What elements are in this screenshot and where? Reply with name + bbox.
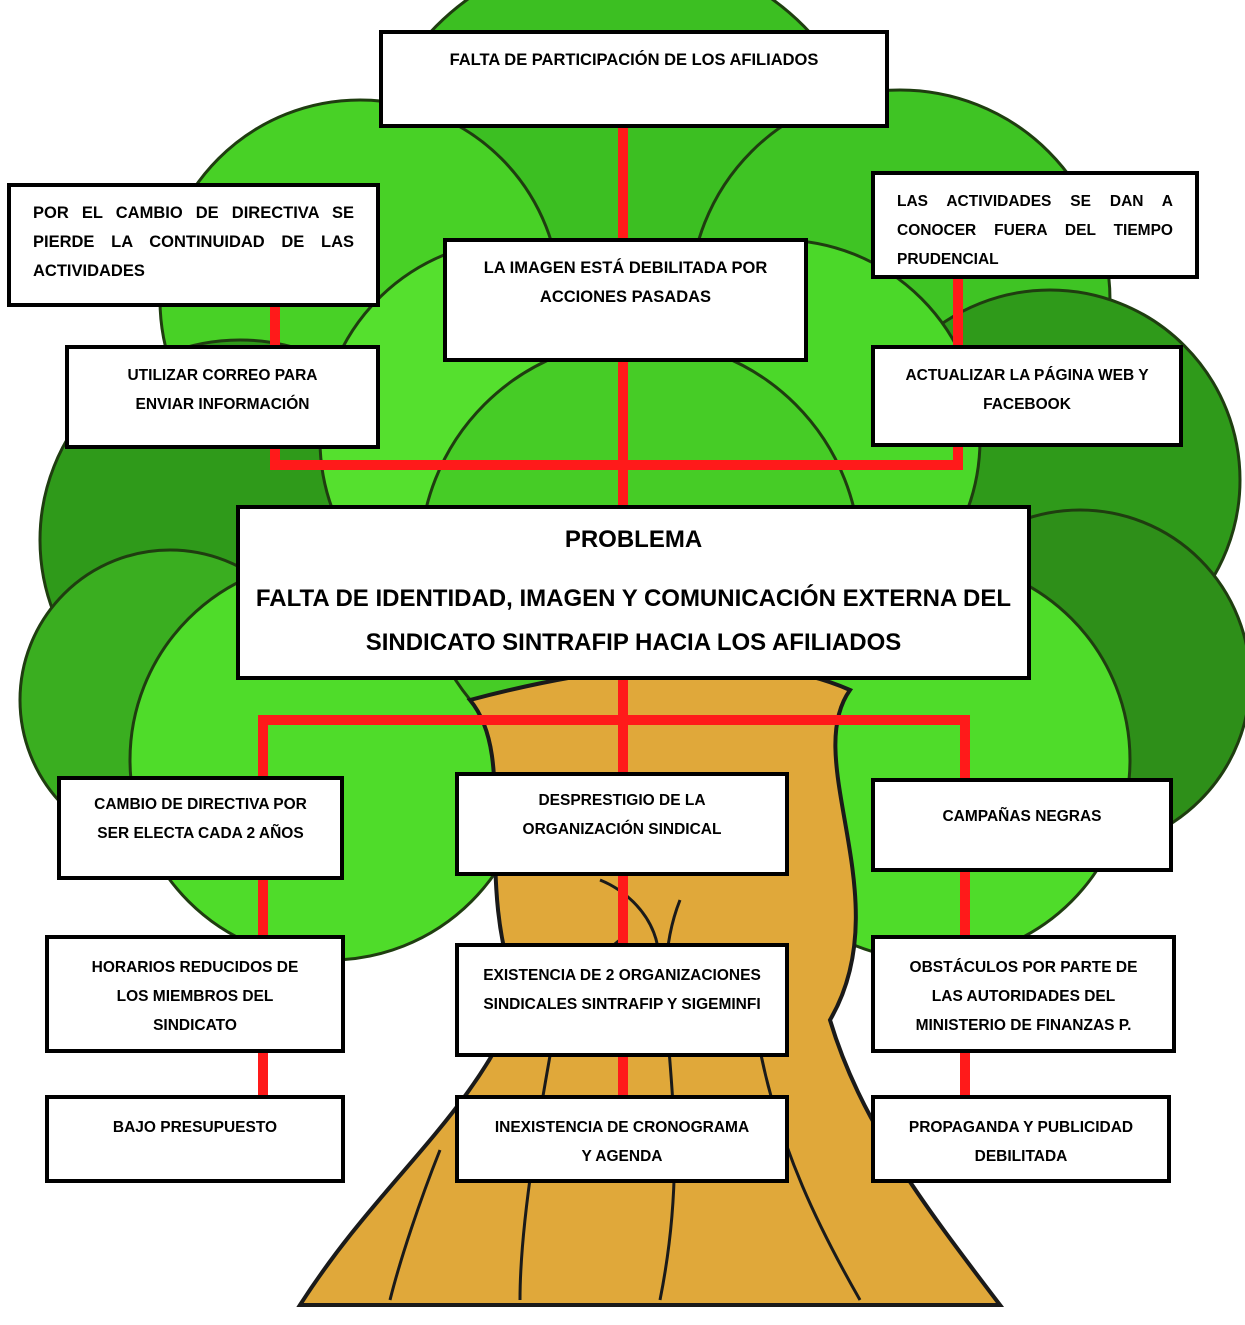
problem-box: PROBLEMA FALTA DE IDENTIDAD, IMAGEN Y CO… bbox=[236, 505, 1031, 680]
cause-box-no-schedule: INEXISTENCIA DE CRONOGRAMA Y AGENDA bbox=[455, 1095, 789, 1183]
effect-box-participation: FALTA DE PARTICIPACIÓN DE LOS AFILIADOS bbox=[379, 30, 889, 128]
effect-box-email: UTILIZAR CORREO PARA ENVIAR INFORMACIÓN bbox=[65, 345, 380, 449]
problem-statement: FALTA DE IDENTIDAD, IMAGEN Y COMUNICACIÓ… bbox=[255, 585, 1012, 656]
effect-box-continuity: POR EL CAMBIO DE DIRECTIVA SE PIERDE LA … bbox=[7, 183, 380, 307]
cause-box-directive-change: CAMBIO DE DIRECTIVA POR SER ELECTA CADA … bbox=[57, 776, 344, 880]
cause-box-black-campaigns: CAMPAÑAS NEGRAS bbox=[871, 778, 1173, 872]
problem-label: PROBLEMA bbox=[564, 526, 703, 553]
cause-box-ministry-obstacles: OBSTÁCULOS POR PARTE DE LAS AUTORIDADES … bbox=[871, 935, 1176, 1053]
cause-box-discredit: DESPRESTIGIO DE LA ORGANIZACIÓN SINDICAL bbox=[455, 772, 789, 876]
effect-box-weak-image: LA IMAGEN ESTÁ DEBILITADA POR ACCIONES P… bbox=[443, 238, 808, 362]
cause-box-two-unions: EXISTENCIA DE 2 ORGANIZACIONES SINDICALE… bbox=[455, 943, 789, 1057]
cause-box-low-budget: BAJO PRESUPUESTO bbox=[45, 1095, 345, 1183]
effect-box-web: ACTUALIZAR LA PÁGINA WEB Y FACEBOOK bbox=[871, 345, 1183, 447]
cause-box-reduced-hours: HORARIOS REDUCIDOS DE LOS MIEMBROS DEL S… bbox=[45, 935, 345, 1053]
effect-box-timing: LAS ACTIVIDADES SE DAN A CONOCER FUERA D… bbox=[871, 171, 1199, 279]
cause-box-weak-advertising: PROPAGANDA Y PUBLICIDAD DEBILITADA bbox=[871, 1095, 1171, 1183]
